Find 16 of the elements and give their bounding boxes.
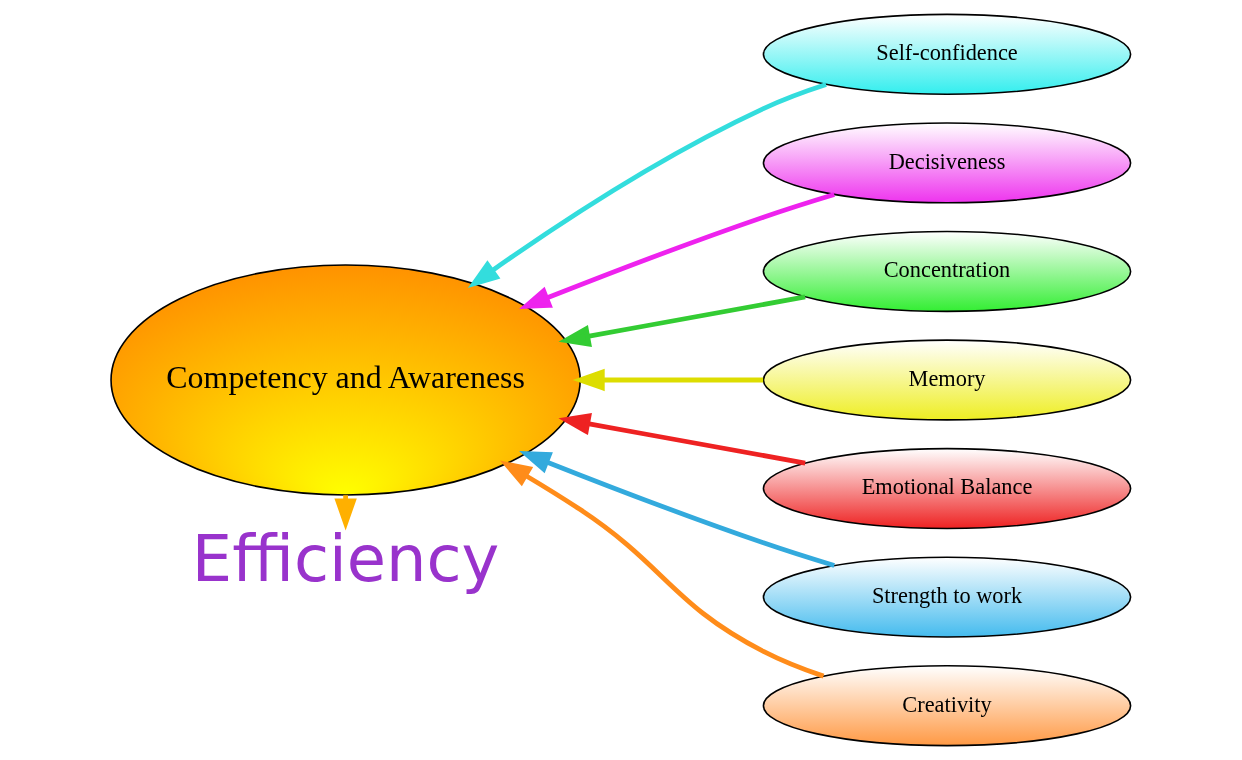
node-ellipse: Competency and Awareness [110,264,581,496]
arrow [499,460,825,679]
node-text: Efficiency [191,522,500,597]
arrow [558,413,806,466]
arrow [558,294,806,347]
node-ellipse: Strength to work [762,556,1132,638]
node-ellipse: Self-confidence [762,13,1132,96]
arrow [519,450,835,568]
node-ellipse: Emotional Balance [762,447,1132,530]
node-ellipse: Creativity [762,664,1132,747]
arrow [572,368,764,392]
node-ellipse: Decisiveness [762,122,1132,204]
arrow [467,82,827,288]
node-ellipse: Memory [762,339,1132,421]
node-ellipse: Concentration [762,230,1132,313]
arrow [519,192,835,310]
